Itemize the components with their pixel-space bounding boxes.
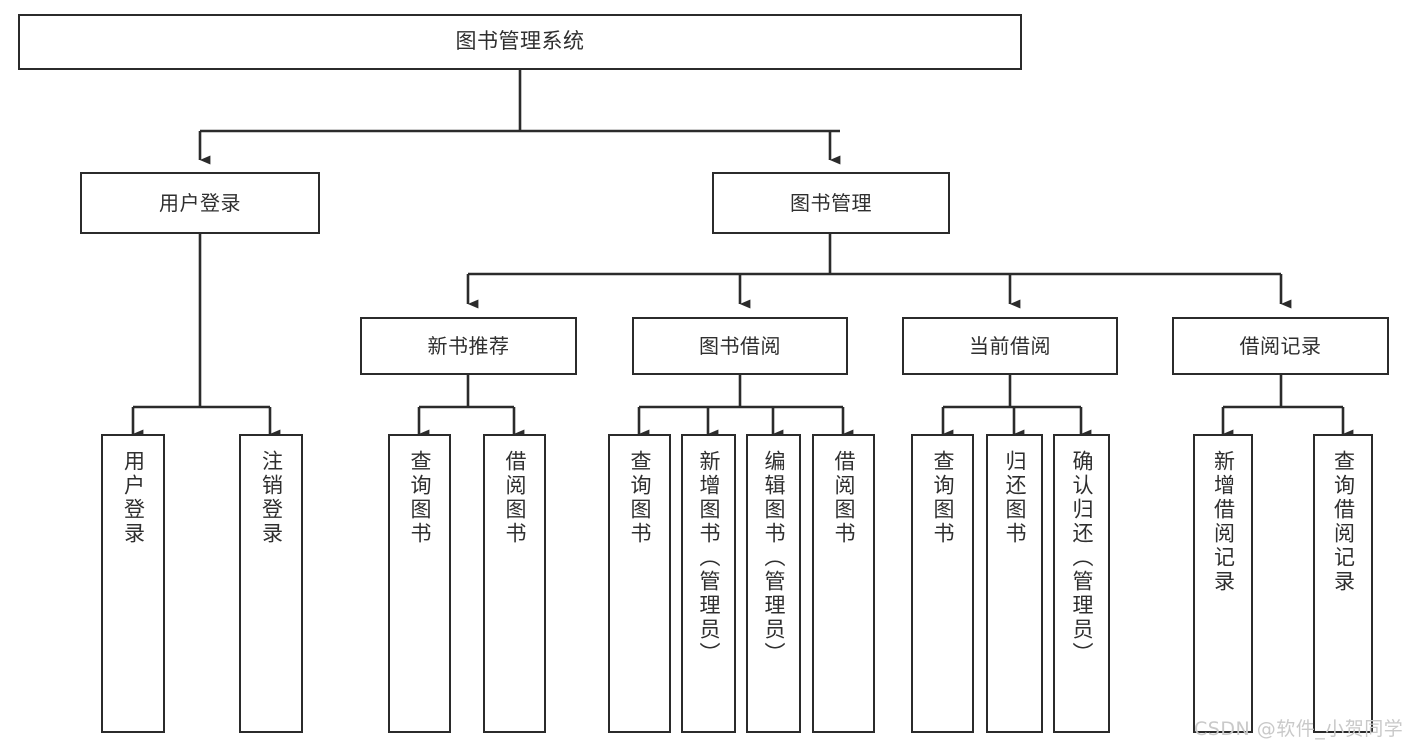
node-user-login-label: 用户登录: [159, 190, 241, 215]
node-book-borrow-label: 图书借阅: [699, 333, 781, 358]
leaf-record-add-record-label: 新增借阅记录: [1211, 450, 1236, 594]
leaf-current-query-book[interactable]: 查询图书: [911, 434, 974, 733]
node-borrow-record-label: 借阅记录: [1239, 333, 1322, 358]
node-book-management[interactable]: 图书管理: [712, 172, 950, 234]
leaf-user-login-login[interactable]: 用户登录: [101, 434, 165, 733]
csdn-watermark: CSDN @软件_小贺同学: [1194, 718, 1404, 740]
leaf-record-add-record[interactable]: 新增借阅记录: [1193, 434, 1253, 733]
leaf-current-query-book-label: 查询图书: [931, 450, 955, 546]
leaf-newbook-query-book[interactable]: 查询图书: [388, 434, 451, 733]
leaf-borrow-query-book[interactable]: 查询图书: [608, 434, 671, 733]
leaf-record-query-record[interactable]: 查询借阅记录: [1313, 434, 1373, 733]
leaf-borrow-edit-book-admin-label: 编辑图书（管理员）: [762, 450, 786, 666]
node-book-borrow[interactable]: 图书借阅: [632, 317, 848, 375]
node-user-login[interactable]: 用户登录: [80, 172, 320, 234]
node-new-book-recommend[interactable]: 新书推荐: [360, 317, 577, 375]
node-current-borrow[interactable]: 当前借阅: [902, 317, 1118, 375]
leaf-newbook-query-book-label: 查询图书: [408, 450, 432, 546]
leaf-user-login-logout-label: 注销登录: [259, 450, 284, 546]
leaf-current-confirm-return-admin-label: 确认归还（管理员）: [1070, 450, 1094, 666]
leaf-user-login-logout[interactable]: 注销登录: [239, 434, 303, 733]
node-current-borrow-label: 当前借阅: [969, 333, 1051, 358]
node-root-system-label: 图书管理系统: [455, 29, 585, 54]
node-book-management-label: 图书管理: [790, 190, 872, 215]
leaf-record-query-record-label: 查询借阅记录: [1331, 450, 1356, 594]
leaf-borrow-borrow-book-label: 借阅图书: [832, 450, 856, 546]
leaf-user-login-login-label: 用户登录: [121, 450, 146, 546]
node-borrow-record[interactable]: 借阅记录: [1172, 317, 1389, 375]
leaf-newbook-borrow-book-label: 借阅图书: [503, 450, 527, 546]
leaf-borrow-borrow-book[interactable]: 借阅图书: [812, 434, 875, 733]
leaf-borrow-edit-book-admin[interactable]: 编辑图书（管理员）: [746, 434, 801, 733]
leaf-borrow-add-book-admin[interactable]: 新增图书（管理员）: [681, 434, 736, 733]
node-root-system[interactable]: 图书管理系统: [18, 14, 1022, 70]
leaf-borrow-add-book-admin-label: 新增图书（管理员）: [697, 450, 721, 666]
leaf-current-return-book-label: 归还图书: [1003, 450, 1027, 546]
leaf-borrow-query-book-label: 查询图书: [628, 450, 652, 546]
node-new-book-recommend-label: 新书推荐: [427, 333, 510, 358]
leaf-current-return-book[interactable]: 归还图书: [986, 434, 1043, 733]
leaf-newbook-borrow-book[interactable]: 借阅图书: [483, 434, 546, 733]
leaf-current-confirm-return-admin[interactable]: 确认归还（管理员）: [1053, 434, 1110, 733]
